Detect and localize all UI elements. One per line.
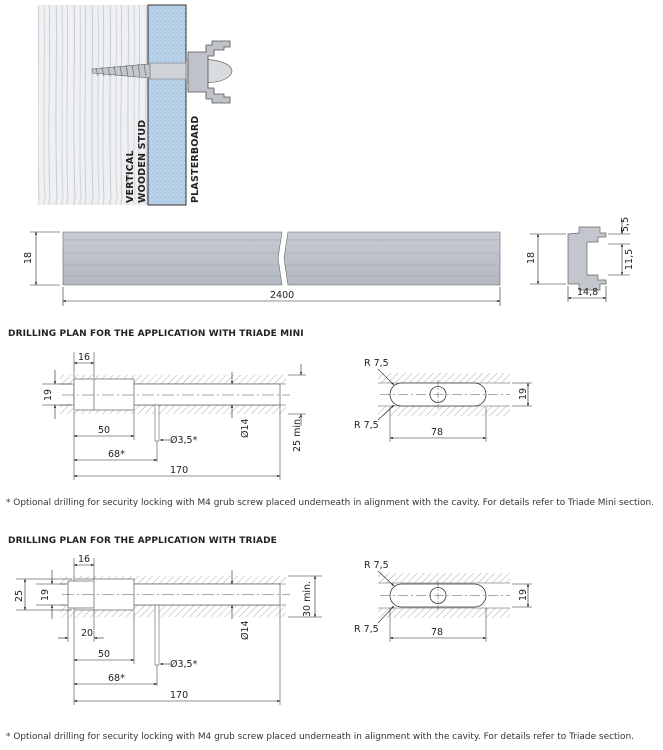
mini-drill-top-view: R 7,5 R 7,5 78 19: [354, 358, 532, 442]
triade-dim-30min: 30 min.: [302, 581, 313, 617]
dim-profile-height: 18: [23, 252, 34, 264]
label-plasterboard: PLASTERBOARD: [190, 115, 201, 203]
mini-dim-19-right: 19: [518, 388, 529, 400]
wooden-stud: [38, 5, 148, 205]
dim-section-width: 14,8: [577, 287, 598, 298]
triade-footnote: * Optional drilling for security locking…: [6, 732, 634, 742]
mini-dim-68: 68*: [108, 449, 125, 460]
triade-grub-hole: [154, 604, 160, 666]
triade-dim-19: 19: [40, 589, 51, 601]
triade-dim-50: 50: [98, 649, 110, 660]
mini-dim-14: Ø14: [240, 418, 251, 438]
mini-grub-hole: [154, 404, 160, 442]
triade-dim-78: 78: [431, 627, 443, 638]
mini-drill-side-view: 16 19 50 68* Ø3,5* 170 Ø14 25 min.: [42, 352, 306, 480]
dim-section-top: 5,5: [620, 217, 631, 232]
label-stud-line2: WOODEN STUD: [137, 120, 148, 203]
triade-dim-20: 20: [81, 628, 93, 639]
triade-dim-170: 170: [170, 690, 188, 701]
mini-dim-19: 19: [43, 389, 54, 401]
heading-mini: DRILLING PLAN FOR THE APPLICATION WITH T…: [8, 329, 304, 339]
profile-section-illustration: [187, 40, 231, 104]
mini-dim-50: 50: [98, 425, 110, 436]
profile-right-segment: [283, 231, 501, 286]
triade-dim-19-right: 19: [518, 589, 529, 601]
mini-footnote: * Optional drilling for security locking…: [6, 498, 654, 508]
mini-radius-bottom: R 7,5: [354, 420, 379, 431]
label-stud-line1: VERTICAL: [125, 150, 136, 203]
dim-profile-length: 2400: [270, 290, 294, 301]
mini-counterbore: [73, 378, 135, 411]
triade-drill-top-view: R 7,5 R 7,5 78 19: [354, 560, 532, 642]
triade-dim-68: 68*: [108, 673, 125, 684]
triade-radius-top: R 7,5: [364, 560, 389, 571]
mounting-illustration: VERTICAL WOODEN STUD PLASTERBOARD: [38, 4, 233, 206]
mini-radius-top: R 7,5: [364, 358, 389, 369]
triade-dim-35: Ø3,5*: [170, 659, 198, 670]
profile-side-view: 18 2400: [23, 231, 501, 306]
mini-dim-16: 16: [78, 352, 90, 363]
plasterboard: [147, 4, 187, 206]
dim-section-height: 18: [526, 252, 537, 264]
triade-dim-14: Ø14: [240, 620, 251, 640]
dim-section-inner: 11,5: [624, 249, 635, 270]
triade-dim-25: 25: [14, 590, 25, 602]
heading-triade: DRILLING PLAN FOR THE APPLICATION WITH T…: [8, 536, 277, 546]
mini-dim-170: 170: [170, 465, 188, 476]
profile-section: 18 14,8 5,5 11,5: [526, 217, 635, 302]
triade-radius-bottom: R 7,5: [354, 624, 379, 635]
mini-dim-35: Ø3,5*: [170, 435, 198, 446]
mini-dim-25min: 25 min.: [292, 416, 303, 452]
triade-drill-side-view: 16 25 19 20 50 68* Ø3,5* 170 Ø14: [14, 554, 322, 705]
profile-section-shape: [567, 226, 607, 291]
mini-dim-78: 78: [431, 427, 443, 438]
triade-dim-16: 16: [78, 554, 90, 565]
